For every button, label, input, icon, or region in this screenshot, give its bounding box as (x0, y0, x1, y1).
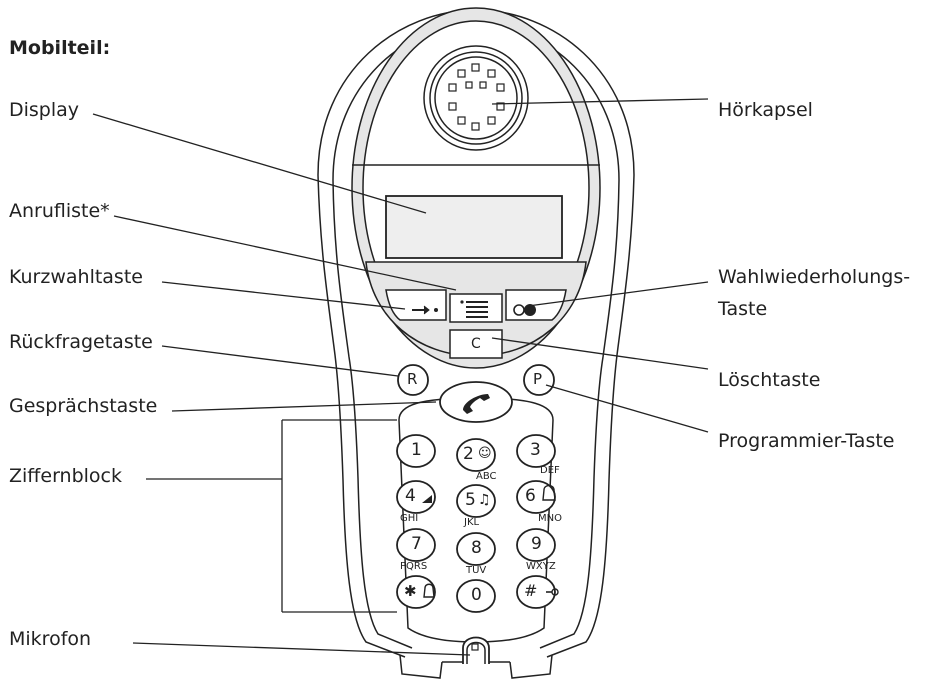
key-star (396, 575, 436, 609)
clear-key (449, 329, 503, 359)
key-4-label: 4 (405, 486, 416, 506)
handset-foot-left (399, 654, 443, 679)
keypad-panel (398, 397, 554, 643)
key-3 (516, 434, 556, 468)
leader-rueckfrage (161, 345, 399, 377)
key-hash (516, 575, 556, 609)
label-hoerkapsel: Hörkapsel (718, 99, 813, 121)
label-kurzwahltaste: Kurzwahltaste (9, 266, 143, 288)
key-8-label: 8 (471, 538, 482, 558)
handset-foot-right (509, 654, 553, 679)
leader-wahlwiederholung (527, 281, 709, 307)
key-4 (396, 480, 436, 514)
key-2-label: 2 (463, 444, 474, 464)
key-0 (456, 579, 496, 613)
leader-loeschtaste (491, 337, 709, 370)
display-window (385, 195, 563, 259)
key-7-sublabel: PQRS (400, 561, 428, 572)
label-anrufliste: Anrufliste* (9, 200, 110, 222)
music-note-icon: ♫ (478, 492, 491, 508)
key-hash-label: # (524, 581, 538, 600)
ziffernblock-bracket (146, 419, 397, 613)
key-1-label: 1 (411, 440, 422, 460)
leader-gespraech (171, 401, 437, 412)
p-key-label: P (533, 370, 543, 388)
label-wahlwiederholungs-line2: Taste (718, 298, 768, 320)
key-5-sublabel: JKL (464, 517, 480, 528)
label-loeschtaste: Löschtaste (718, 369, 821, 391)
earpiece-holes (448, 63, 505, 131)
p-key (523, 364, 555, 396)
r-key (397, 364, 429, 396)
bell-glyph-star (423, 583, 435, 598)
key-8-sublabel: TUV (466, 565, 487, 576)
leader-mikrofon (132, 642, 471, 656)
label-wahlwiederholungs-line1: Wahlwiederholungs- (718, 266, 911, 288)
key-0-label: 0 (471, 585, 482, 605)
key-3-sublabel: DEF (540, 465, 560, 476)
key-9-sublabel: WXYZ (526, 561, 556, 572)
label-gespraechstaste: Gesprächstaste (9, 395, 158, 417)
volume-glyph (422, 495, 432, 503)
key-6-sublabel: MNO (538, 513, 562, 524)
key-7 (396, 528, 436, 562)
smiley-icon: ☺ (478, 446, 492, 461)
key-8 (456, 532, 496, 566)
key-4-sublabel: GHI (400, 513, 419, 524)
leader-hoerkapsel (491, 98, 709, 105)
r-key-label: R (407, 370, 418, 388)
label-mikrofon: Mikrofon (9, 628, 92, 650)
leader-anrufliste (113, 215, 457, 291)
key-9 (516, 528, 556, 562)
leader-programmier (545, 384, 709, 433)
key-2 (456, 438, 496, 472)
handset-glyph (463, 394, 490, 414)
key-star-label: ✱ (404, 582, 417, 600)
key-2-sublabel: ABC (476, 471, 497, 482)
key-3-label: 3 (530, 440, 541, 460)
key-6-label: 6 (525, 486, 536, 506)
talk-key (439, 381, 513, 423)
label-rueckfragetaste: Rückfragetaste (9, 331, 153, 353)
label-display: Display (9, 99, 80, 121)
earpiece-outer (423, 45, 529, 151)
leader-display (92, 113, 427, 214)
bell-glyph-key6 (542, 484, 556, 501)
key-9-label: 9 (531, 534, 542, 554)
key-7-label: 7 (411, 534, 422, 554)
key-5-label: 5 (465, 490, 476, 510)
leader-kurzwahl (161, 281, 406, 310)
label-ziffernblock: Ziffernblock (9, 465, 123, 487)
diagram-heading: Mobilteil: (9, 37, 111, 59)
speed-dial-key (385, 289, 447, 321)
label-programmier-taste: Programmier-Taste (718, 430, 895, 452)
clear-key-label: C (471, 336, 481, 352)
key-1 (396, 434, 436, 468)
key-5 (456, 484, 496, 518)
